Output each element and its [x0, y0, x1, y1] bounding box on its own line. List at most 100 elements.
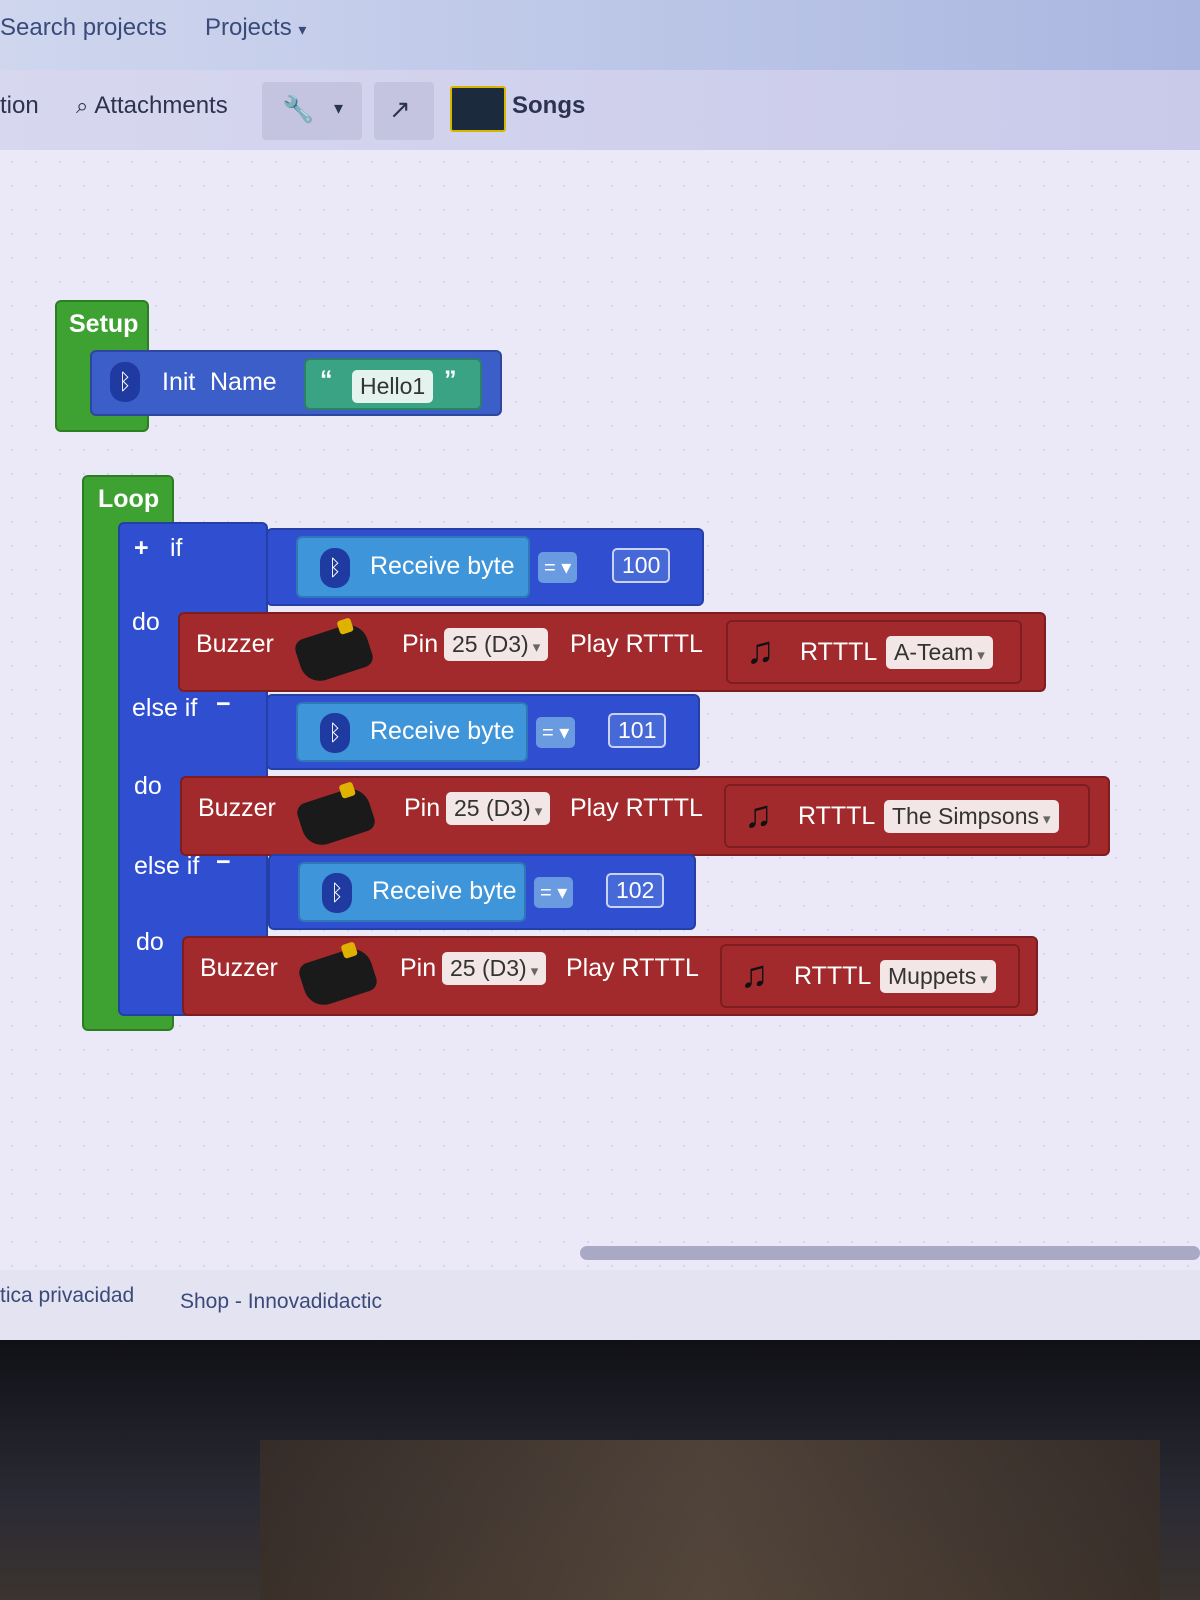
- bluetooth-icon: ᛒ: [322, 873, 352, 913]
- song-dropdown[interactable]: A-Team▾: [886, 636, 993, 669]
- song-dropdown[interactable]: The Simpsons▾: [884, 800, 1059, 833]
- rtttl-song-block[interactable]: ♫ RTTTL Muppets▾: [720, 944, 1020, 1008]
- pin-dropdown[interactable]: 25 (D3)▾: [442, 952, 547, 985]
- buzzer-block[interactable]: Buzzer Pin 25 (D3)▾ Play RTTTL ♫ RTTTL A…: [178, 612, 1046, 692]
- compare-block[interactable]: ᛒ Receive byte = ▾ 102: [268, 854, 696, 930]
- rtttl-label: RTTTL: [798, 802, 876, 830]
- bluetooth-init-block[interactable]: ᛒ Init Name “ Hello1 ”: [90, 350, 502, 416]
- chevron-down-icon: ▾: [980, 971, 988, 988]
- music-note-icon: ♫: [740, 954, 769, 996]
- projects-menu[interactable]: Projects ▾: [205, 14, 306, 42]
- name-text-field[interactable]: Hello1: [352, 370, 434, 403]
- if-block[interactable]: + if do else if − do else if − do: [118, 522, 268, 1016]
- search-projects-link[interactable]: Search projects: [0, 14, 167, 41]
- do-label-2: do: [134, 772, 162, 800]
- byte-value-field[interactable]: 102: [606, 873, 665, 908]
- init-label: Init: [162, 368, 196, 396]
- pin-value: 25 (D3): [450, 955, 527, 981]
- bluetooth-icon: ᛒ: [110, 362, 140, 402]
- pin-label: Pin: [400, 954, 437, 982]
- else-if-label-2: else if: [134, 852, 200, 880]
- receive-byte-block[interactable]: ᛒ Receive byte: [296, 702, 528, 762]
- buzzer-block[interactable]: Buzzer Pin 25 (D3)▾ Play RTTTL ♫ RTTTL T…: [180, 776, 1110, 856]
- rtttl-song-block[interactable]: ♫ RTTTL The Simpsons▾: [724, 784, 1090, 848]
- pin-dropdown[interactable]: 25 (D3)▾: [446, 792, 551, 825]
- play-rtttl-label: Play RTTTL: [570, 794, 703, 822]
- privacy-policy-link[interactable]: tica privacidad: [0, 1284, 135, 1307]
- play-rtttl-label: Play RTTTL: [570, 630, 703, 658]
- board-thumbnail: [450, 86, 506, 132]
- buzzer-label: Buzzer: [198, 794, 276, 822]
- app-screen: Search projects Projects ▾ tion ⌕ Attach…: [0, 0, 1200, 1340]
- buzzer-label: Buzzer: [196, 630, 274, 658]
- loop-title: Loop: [98, 485, 160, 513]
- operator-dropdown[interactable]: = ▾: [538, 552, 578, 583]
- song-value: Muppets: [888, 963, 977, 989]
- tools-dropdown[interactable]: 🔧 ▾: [262, 82, 362, 140]
- buzzer-block[interactable]: Buzzer Pin 25 (D3)▾ Play RTTTL ♫ RTTTL M…: [182, 936, 1038, 1016]
- rtttl-song-block[interactable]: ♫ RTTTL A-Team▾: [726, 620, 1022, 684]
- bluetooth-icon: ᛒ: [320, 713, 350, 753]
- pin-label: Pin: [402, 630, 439, 658]
- compare-block[interactable]: ᛒ Receive byte = ▾ 101: [266, 694, 700, 770]
- if-label: if: [170, 534, 183, 562]
- compare-block[interactable]: ᛒ Receive byte = ▾ 100: [266, 528, 704, 606]
- quote-close-icon: ”: [444, 366, 457, 394]
- chevron-down-icon: ▾: [534, 803, 543, 820]
- receive-byte-label: Receive byte: [370, 717, 515, 745]
- chevron-down-icon: ▾: [298, 22, 307, 39]
- share-icon: ↗: [389, 94, 411, 124]
- song-value: A-Team: [894, 639, 974, 665]
- page-footer: tica privacidad Shop - Innovadidactic: [0, 1270, 1200, 1340]
- paperclip-icon: ⌕: [76, 93, 89, 118]
- horizontal-scrollbar[interactable]: [580, 1246, 1200, 1260]
- receive-byte-label: Receive byte: [372, 877, 517, 905]
- shop-link[interactable]: Shop - Innovadidactic: [180, 1290, 382, 1313]
- setup-title: Setup: [69, 310, 139, 338]
- add-branch-icon[interactable]: +: [134, 534, 149, 562]
- chevron-down-icon: ▾: [1043, 811, 1051, 828]
- attachments-button[interactable]: ⌕ Attachments: [76, 92, 228, 120]
- music-note-icon: ♫: [746, 630, 775, 672]
- pin-value: 25 (D3): [452, 631, 529, 657]
- text-block[interactable]: “ Hello1 ”: [304, 358, 482, 410]
- project-toolbar: tion ⌕ Attachments 🔧 ▾ ↗ Songs: [0, 70, 1200, 150]
- byte-value-field[interactable]: 101: [608, 713, 667, 748]
- desk-background: [260, 1440, 1160, 1600]
- projects-menu-label: Projects: [205, 14, 292, 41]
- share-button[interactable]: ↗: [374, 82, 434, 140]
- attachments-label: Attachments: [94, 92, 228, 119]
- receive-byte-block[interactable]: ᛒ Receive byte: [296, 536, 530, 598]
- do-label-3: do: [136, 928, 164, 956]
- do-label-1: do: [132, 608, 160, 636]
- byte-value-field[interactable]: 100: [612, 548, 671, 583]
- blocks-workspace[interactable]: Setup ᛒ Init Name “ Hello1 ” Loop + if d…: [0, 150, 1200, 1270]
- buzzer-module-icon: [296, 944, 380, 1010]
- buzzer-label: Buzzer: [200, 954, 278, 982]
- tab-partial[interactable]: tion: [0, 92, 39, 119]
- song-dropdown[interactable]: Muppets▾: [880, 960, 996, 993]
- wrench-icon: 🔧: [282, 94, 315, 124]
- pin-value: 25 (D3): [454, 795, 531, 821]
- receive-byte-label: Receive byte: [370, 552, 515, 580]
- receive-byte-block[interactable]: ᛒ Receive byte: [298, 862, 526, 922]
- name-label: Name: [210, 368, 277, 396]
- operator-dropdown[interactable]: = ▾: [534, 877, 574, 908]
- else-if-label-1: else if: [132, 694, 198, 722]
- rtttl-label: RTTTL: [800, 638, 878, 666]
- project-title: Songs: [512, 92, 586, 119]
- chevron-down-icon: ▾: [977, 647, 985, 664]
- chevron-down-icon: ▾: [334, 98, 344, 118]
- rtttl-label: RTTTL: [794, 962, 872, 990]
- song-value: The Simpsons: [892, 803, 1040, 829]
- operator-dropdown[interactable]: = ▾: [536, 717, 576, 748]
- play-rtttl-label: Play RTTTL: [566, 954, 699, 982]
- pin-dropdown[interactable]: 25 (D3)▾: [444, 628, 549, 661]
- top-navbar: Search projects Projects ▾: [0, 0, 1200, 70]
- remove-branch-icon[interactable]: −: [216, 690, 231, 718]
- chevron-down-icon: ▾: [530, 963, 539, 980]
- pin-label: Pin: [404, 794, 441, 822]
- buzzer-module-icon: [292, 620, 376, 686]
- quote-open-icon: “: [320, 366, 333, 394]
- chevron-down-icon: ▾: [532, 639, 541, 656]
